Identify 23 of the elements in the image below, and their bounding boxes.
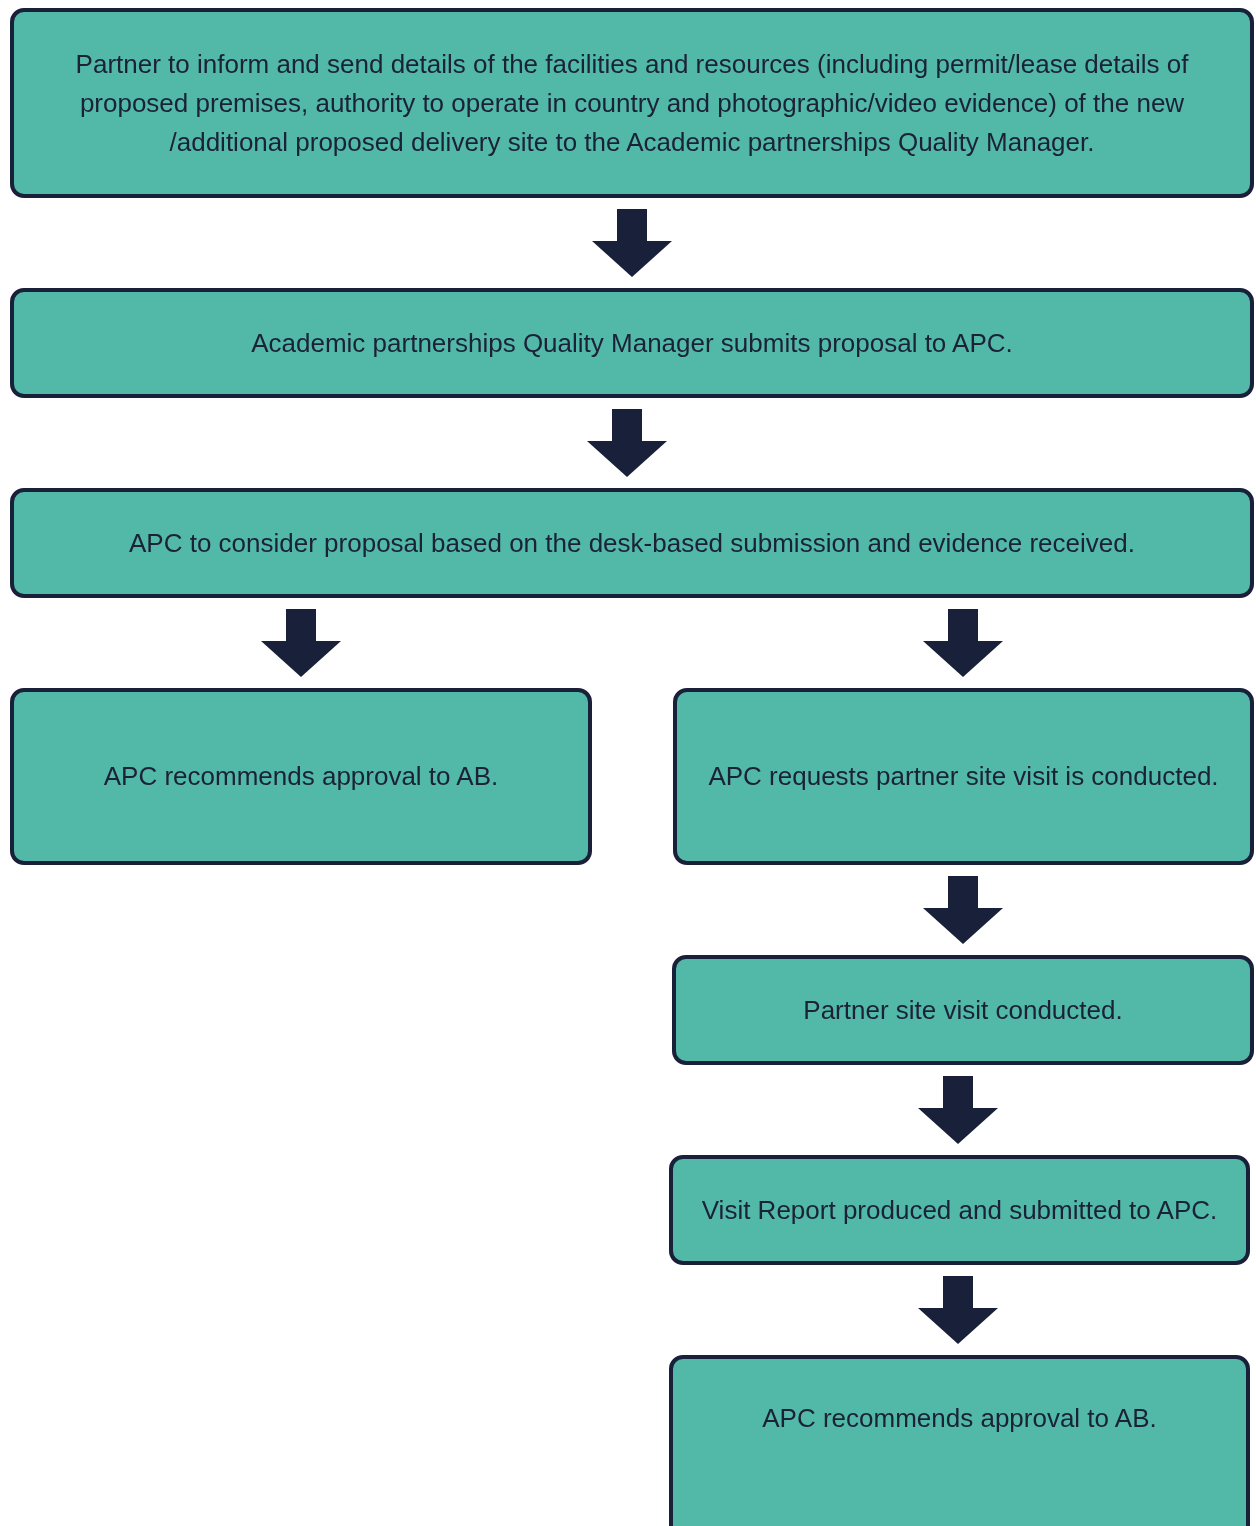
step-text: APC recommends approval to AB. [103, 760, 499, 793]
block-arrow [923, 609, 1003, 677]
step-text: Academic partnerships Quality Manager submits proposal to APC. [251, 326, 1013, 360]
block-arrow [923, 876, 1003, 944]
block-arrow [592, 209, 672, 277]
process-box [669, 1155, 1250, 1265]
process-box [10, 288, 1254, 398]
step-text: APC to consider proposal based on the desk-based submission and evidence received. [129, 526, 1135, 560]
block-arrow [918, 1276, 998, 1344]
process-box [669, 1355, 1250, 1526]
step-text: Partner to inform and send details of the facilities and resources (including permit/lease details of proposed premises, authority to operate in country and photographic/video evidence) of the new /additional proposed delivery site to the Academic partnerships Quality Manager. [74, 47, 1190, 159]
process-box [10, 688, 592, 865]
block-arrow [261, 609, 341, 677]
step-text: Visit Report produced and submitted to APC. [701, 1193, 1218, 1227]
step-text: Partner site visit conducted. [803, 993, 1123, 1027]
process-box [10, 488, 1254, 598]
block-arrow [587, 409, 667, 477]
block-arrow [918, 1076, 998, 1144]
step-text: APC recommends approval to AB. [762, 1402, 1157, 1435]
process-box [10, 8, 1254, 198]
process-box [672, 955, 1254, 1065]
process-box [673, 688, 1254, 865]
step-text: APC requests partner site visit is conducted. [708, 760, 1219, 793]
